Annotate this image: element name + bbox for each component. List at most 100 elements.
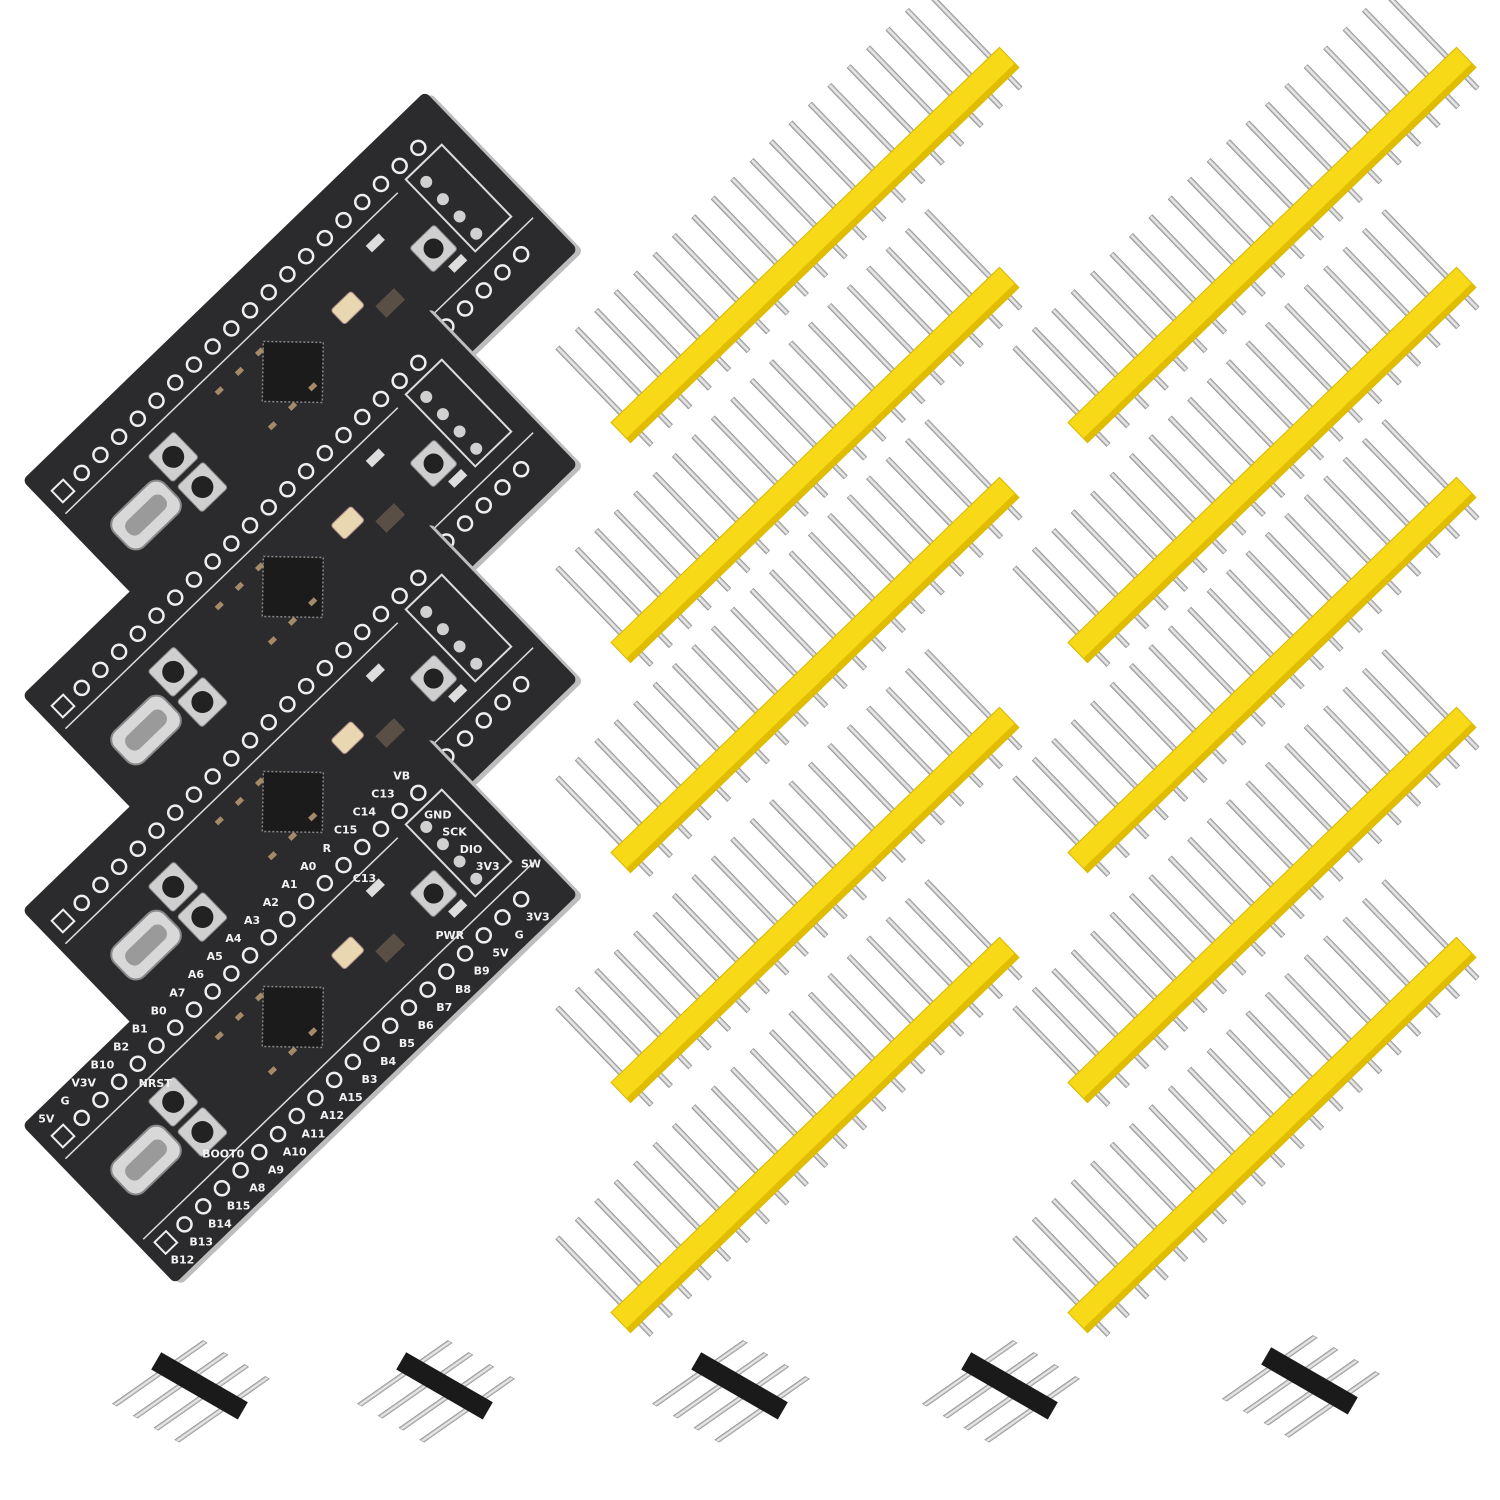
swd-pad [453,210,466,223]
pin-hole [400,999,418,1016]
pin-hole [297,892,315,910]
crystal-oscillator [331,291,364,325]
smd-component [267,851,278,861]
yellow-pin-header [555,419,1023,877]
pin-hole [363,1035,380,1053]
pin-label: A9 [268,1163,284,1176]
header-strip-shadow [626,493,1019,873]
pin-hole [129,410,147,427]
swd-label: GND [424,808,451,821]
pin-hole [372,390,390,408]
pin-hole [223,965,240,982]
pin-hole [251,1143,268,1161]
pin-label: G [515,929,524,942]
regulator [375,503,406,533]
pin-label: B7 [436,1001,452,1014]
pin-label: B13 [189,1236,213,1249]
pin-label: B12 [171,1254,195,1267]
smd-component [308,597,318,607]
header-plastic-strip [961,1352,1058,1420]
pin-hole [148,822,165,839]
smd-component [287,1046,298,1056]
user-led [365,663,385,683]
pin-hole [297,677,315,695]
pin-hole [512,676,530,693]
pin-hole [204,983,221,1000]
swd-outline [404,573,513,683]
power-led [448,683,468,703]
smd-component [267,636,278,646]
user-led [365,878,385,898]
pin-hole [260,714,277,731]
stm32-dev-board [24,93,581,638]
swd-pad [420,175,433,188]
pin-label: R [323,842,332,855]
smd-component [254,777,265,787]
pin-hole [241,947,259,964]
pin-hole [456,945,474,962]
pin-hole [223,535,240,552]
nrst-label: NRST [139,1077,173,1090]
header-strip-shadow [626,723,1019,1103]
front-board-silkscreen-labels: 5VGV3VB10B2B1B0A7A6A5A4A3A2A1A0RC15C14C1… [38,770,549,1267]
pin-hole [410,139,427,157]
pin-label: A3 [244,914,260,927]
pin-hole [335,426,352,444]
pin-label: G [60,1095,69,1108]
pin-hole [92,661,109,679]
pin-hole [223,320,240,337]
smd-component [254,562,265,572]
swd-pad [470,227,483,240]
pin-hole [512,461,530,478]
pin-hole [391,372,408,390]
swd-pad [420,390,433,403]
yellow-pin-header [555,209,1023,667]
reset-button-cap [162,1090,185,1113]
pin-hole [241,732,259,749]
black-pin-header [111,1340,270,1443]
pin-hole [204,553,221,570]
power-led [448,898,468,918]
yellow-pin-header [1012,879,1480,1337]
pin-label: C15 [334,824,357,837]
pin-hole [166,1019,184,1036]
pin-hole [185,786,203,803]
pin-hole [391,587,408,605]
pin-label: B6 [418,1019,434,1032]
pin-hole [185,356,203,373]
pin-hole [494,479,511,496]
yellow-pin-header [555,0,1023,447]
yellow-pin-header [1012,0,1480,447]
header-strip-shadow [626,63,1019,443]
pin-hole [316,659,334,677]
pin-label: A6 [188,968,205,981]
header-plastic-strip [610,266,1020,664]
smd-component [287,616,298,626]
yellow-pin-header [1012,209,1480,667]
pin-hole [288,1107,305,1125]
header-plastic-strip [1067,936,1477,1334]
pin-hole [73,894,90,912]
stm32-dev-board [24,738,581,1283]
square-pad [50,908,76,934]
pin-hole [354,623,371,641]
pin-label: V3V [71,1077,96,1090]
pin-hole [148,392,165,409]
smd-component [267,1066,278,1076]
mcu-chip [261,985,325,1049]
crystal-oscillator [331,936,364,970]
swd-pad [453,425,466,438]
swd-pad [436,408,449,421]
pin-label: B2 [113,1041,129,1054]
swd-pad [420,820,433,833]
yellow-pin-header [555,649,1023,1107]
swd-pad [436,193,449,206]
pin-label: 5V [38,1113,55,1126]
swd-pad [436,838,449,851]
pin-hole [148,607,165,624]
pin-label: A4 [225,932,242,945]
reset-button-cap [162,445,185,468]
swd-label: SCK [442,826,467,839]
pin-hole [279,911,296,928]
header-plastic-strip [691,1352,788,1420]
